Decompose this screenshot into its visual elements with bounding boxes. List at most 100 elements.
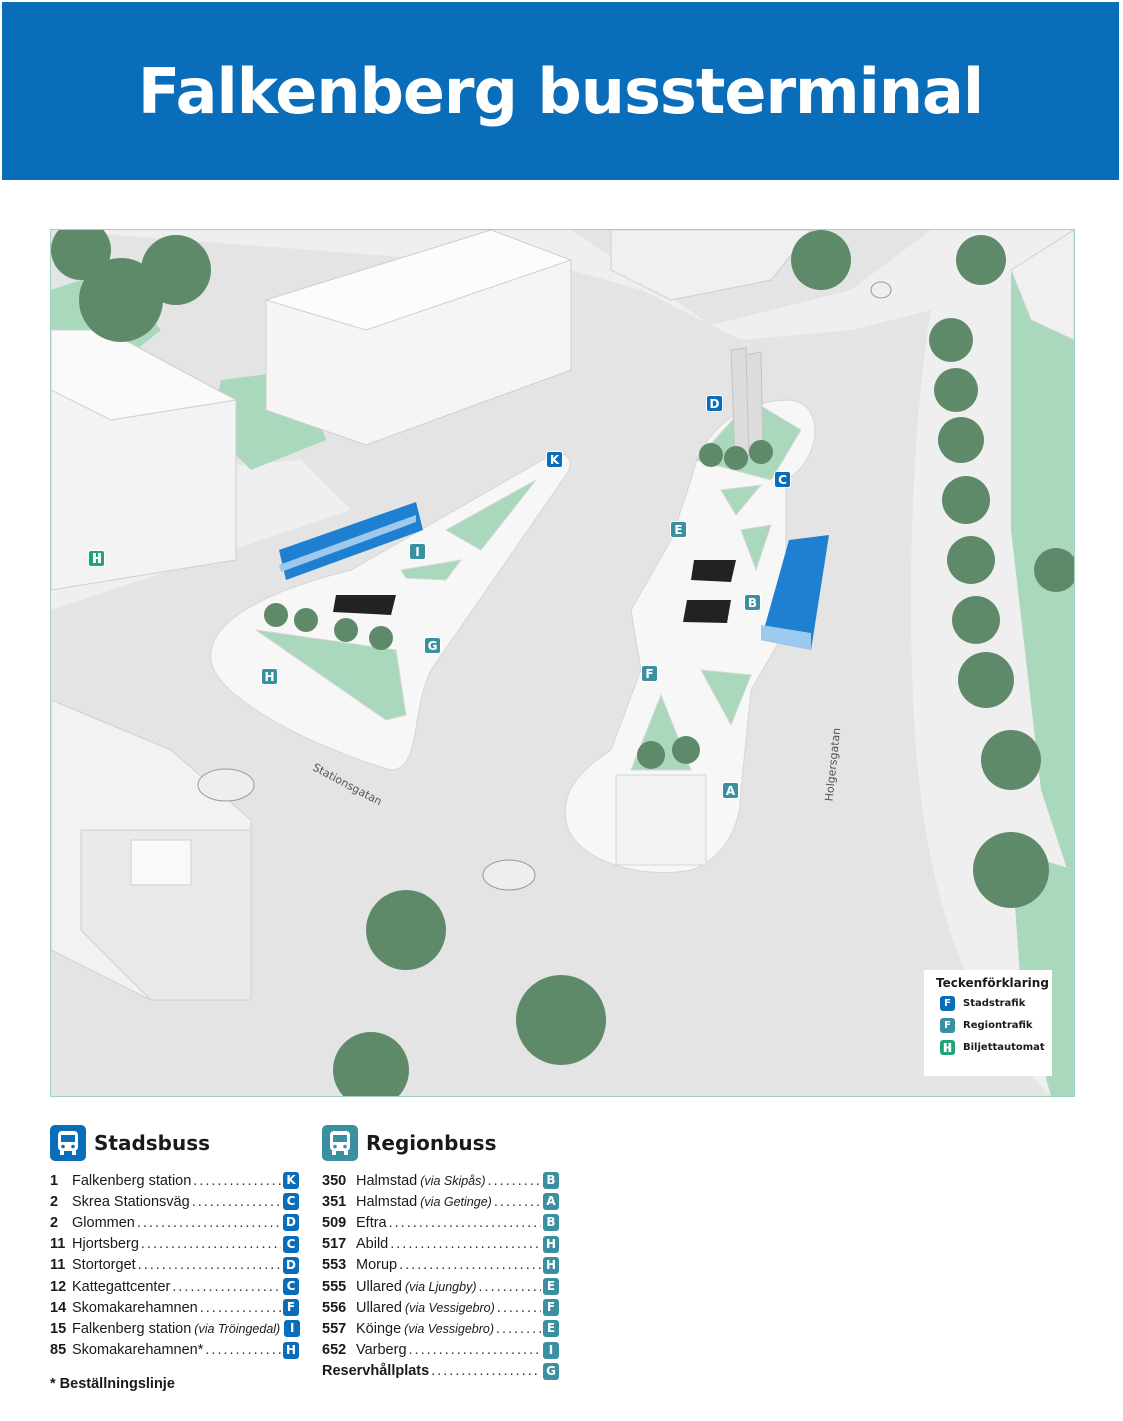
route-row: 517Abild................................… bbox=[322, 1234, 559, 1255]
route-number: 517 bbox=[322, 1236, 347, 1253]
legend-item-regiontrafik: F Regiontrafik bbox=[940, 1018, 1044, 1033]
route-destination: Skomakarehamnen* bbox=[72, 1342, 204, 1359]
stop-badge: I bbox=[543, 1341, 559, 1359]
stop-badge: E bbox=[543, 1320, 559, 1338]
stop-badge: H bbox=[283, 1341, 299, 1359]
map-legend: Teckenförklaring F Stadstrafik F Regiont… bbox=[924, 970, 1052, 1076]
route-destination: Varberg bbox=[356, 1342, 407, 1359]
terminal-map: D K C E I B G H F A Stationsgatan Holger… bbox=[50, 229, 1075, 1097]
route-number: 11 bbox=[50, 1236, 66, 1253]
bus-shelter bbox=[333, 560, 736, 623]
monument-pylon bbox=[730, 347, 764, 459]
leader-dots: ........................................… bbox=[399, 1257, 541, 1274]
stop-badge-a: A bbox=[722, 782, 739, 799]
route-destination: Abild bbox=[356, 1236, 389, 1253]
leader-dots: ........................................… bbox=[487, 1172, 541, 1189]
leader-dots: ........................................… bbox=[193, 1172, 281, 1189]
regionbuss-title: Regionbuss bbox=[366, 1131, 497, 1155]
stop-badge: I bbox=[284, 1320, 301, 1338]
route-row: 509Eftra................................… bbox=[322, 1212, 559, 1233]
building-top-center bbox=[264, 230, 573, 446]
regionbuss-heading: Regionbuss bbox=[322, 1124, 559, 1162]
stop-badge: G bbox=[543, 1362, 559, 1380]
page-title: Falkenberg bussterminal bbox=[137, 54, 984, 128]
stop-badge-h: H bbox=[261, 668, 278, 685]
stop-badge: A bbox=[543, 1193, 559, 1211]
leader-dots: ........................................… bbox=[191, 1193, 281, 1210]
leader-dots: ........................................… bbox=[140, 1236, 281, 1253]
route-destination: Hjortsberg bbox=[72, 1236, 139, 1253]
header-banner: Falkenberg bussterminal bbox=[2, 2, 1119, 180]
stop-badge-g: G bbox=[424, 637, 441, 654]
leader-dots: ........................................… bbox=[388, 1214, 541, 1231]
stop-badge-e: E bbox=[670, 521, 687, 538]
footnote: * Beställningslinje bbox=[50, 1376, 175, 1392]
building-top-left bbox=[51, 329, 238, 591]
leader-dots: ........................................… bbox=[199, 1299, 281, 1316]
route-destination: Falkenberg station bbox=[72, 1320, 192, 1337]
route-number: 15 bbox=[50, 1320, 67, 1337]
route-number: 351 bbox=[322, 1193, 347, 1210]
route-destination: Halmstad bbox=[356, 1172, 418, 1189]
route-number: 556 bbox=[322, 1299, 347, 1316]
route-number: 652 bbox=[322, 1342, 347, 1359]
stop-badge: K bbox=[283, 1172, 299, 1190]
stop-badge: F bbox=[283, 1299, 299, 1317]
route-row: 14 Skomakarehamnen.......................… bbox=[50, 1297, 299, 1318]
leader-dots: ........................................… bbox=[496, 1299, 541, 1316]
route-number: 555 bbox=[322, 1278, 347, 1295]
legend-badge-city: F bbox=[940, 996, 955, 1011]
route-number: 557 bbox=[322, 1320, 347, 1337]
stop-badge: C bbox=[283, 1278, 299, 1296]
legend-label: Biljettautomat bbox=[963, 1042, 1045, 1053]
route-row: 2Glommen................................… bbox=[50, 1212, 299, 1233]
leader-dots: ........................................… bbox=[493, 1193, 541, 1210]
route-number: 2 bbox=[50, 1214, 59, 1231]
bus-right bbox=[761, 535, 829, 650]
route-number: 11 bbox=[50, 1257, 66, 1274]
stop-badge: D bbox=[283, 1256, 299, 1274]
route-number: 1 bbox=[50, 1172, 59, 1189]
route-destination: Ullared bbox=[356, 1299, 402, 1316]
leader-dots: ........................................… bbox=[137, 1257, 281, 1274]
legend-label: Stadstrafik bbox=[963, 998, 1026, 1009]
route-destination: Reservhållplats bbox=[322, 1363, 430, 1380]
route-destination: Glommen bbox=[72, 1214, 135, 1231]
leader-dots: ........................................… bbox=[172, 1278, 281, 1295]
route-number: 350 bbox=[322, 1172, 347, 1189]
route-destination: Skomakarehamnen bbox=[72, 1299, 198, 1316]
stadsbuss-title: Stadsbuss bbox=[94, 1131, 211, 1155]
bus-icon bbox=[322, 1125, 358, 1161]
route-destination: Köinge bbox=[356, 1320, 402, 1337]
route-destination: Ullared bbox=[356, 1278, 402, 1295]
leader-dots: ........................................… bbox=[431, 1363, 541, 1380]
route-number: 12 bbox=[50, 1278, 67, 1295]
stop-badge: B bbox=[543, 1214, 559, 1232]
route-number: 509 bbox=[322, 1214, 347, 1231]
stop-badge: H bbox=[543, 1256, 559, 1274]
leader-dots: ........................................… bbox=[478, 1278, 541, 1295]
legend-item-biljettautomat: Biljettautomat bbox=[940, 1040, 1045, 1055]
route-row: 85Skomakarehamnen*......................… bbox=[50, 1340, 299, 1361]
stop-badge: H bbox=[543, 1235, 559, 1253]
route-row: 11 Hjortsberg............................… bbox=[50, 1234, 299, 1255]
stop-badge-k: K bbox=[546, 451, 563, 468]
stop-badge-d: D bbox=[706, 395, 723, 412]
route-destination: Halmstad bbox=[356, 1193, 418, 1210]
car bbox=[197, 281, 892, 891]
stop-badge-c: C bbox=[774, 471, 791, 488]
stop-badge: B bbox=[543, 1172, 559, 1190]
route-number: 14 bbox=[50, 1299, 67, 1316]
leader-dots: ........................................… bbox=[205, 1342, 281, 1359]
route-row: Reservhållplats.........................… bbox=[322, 1361, 559, 1382]
